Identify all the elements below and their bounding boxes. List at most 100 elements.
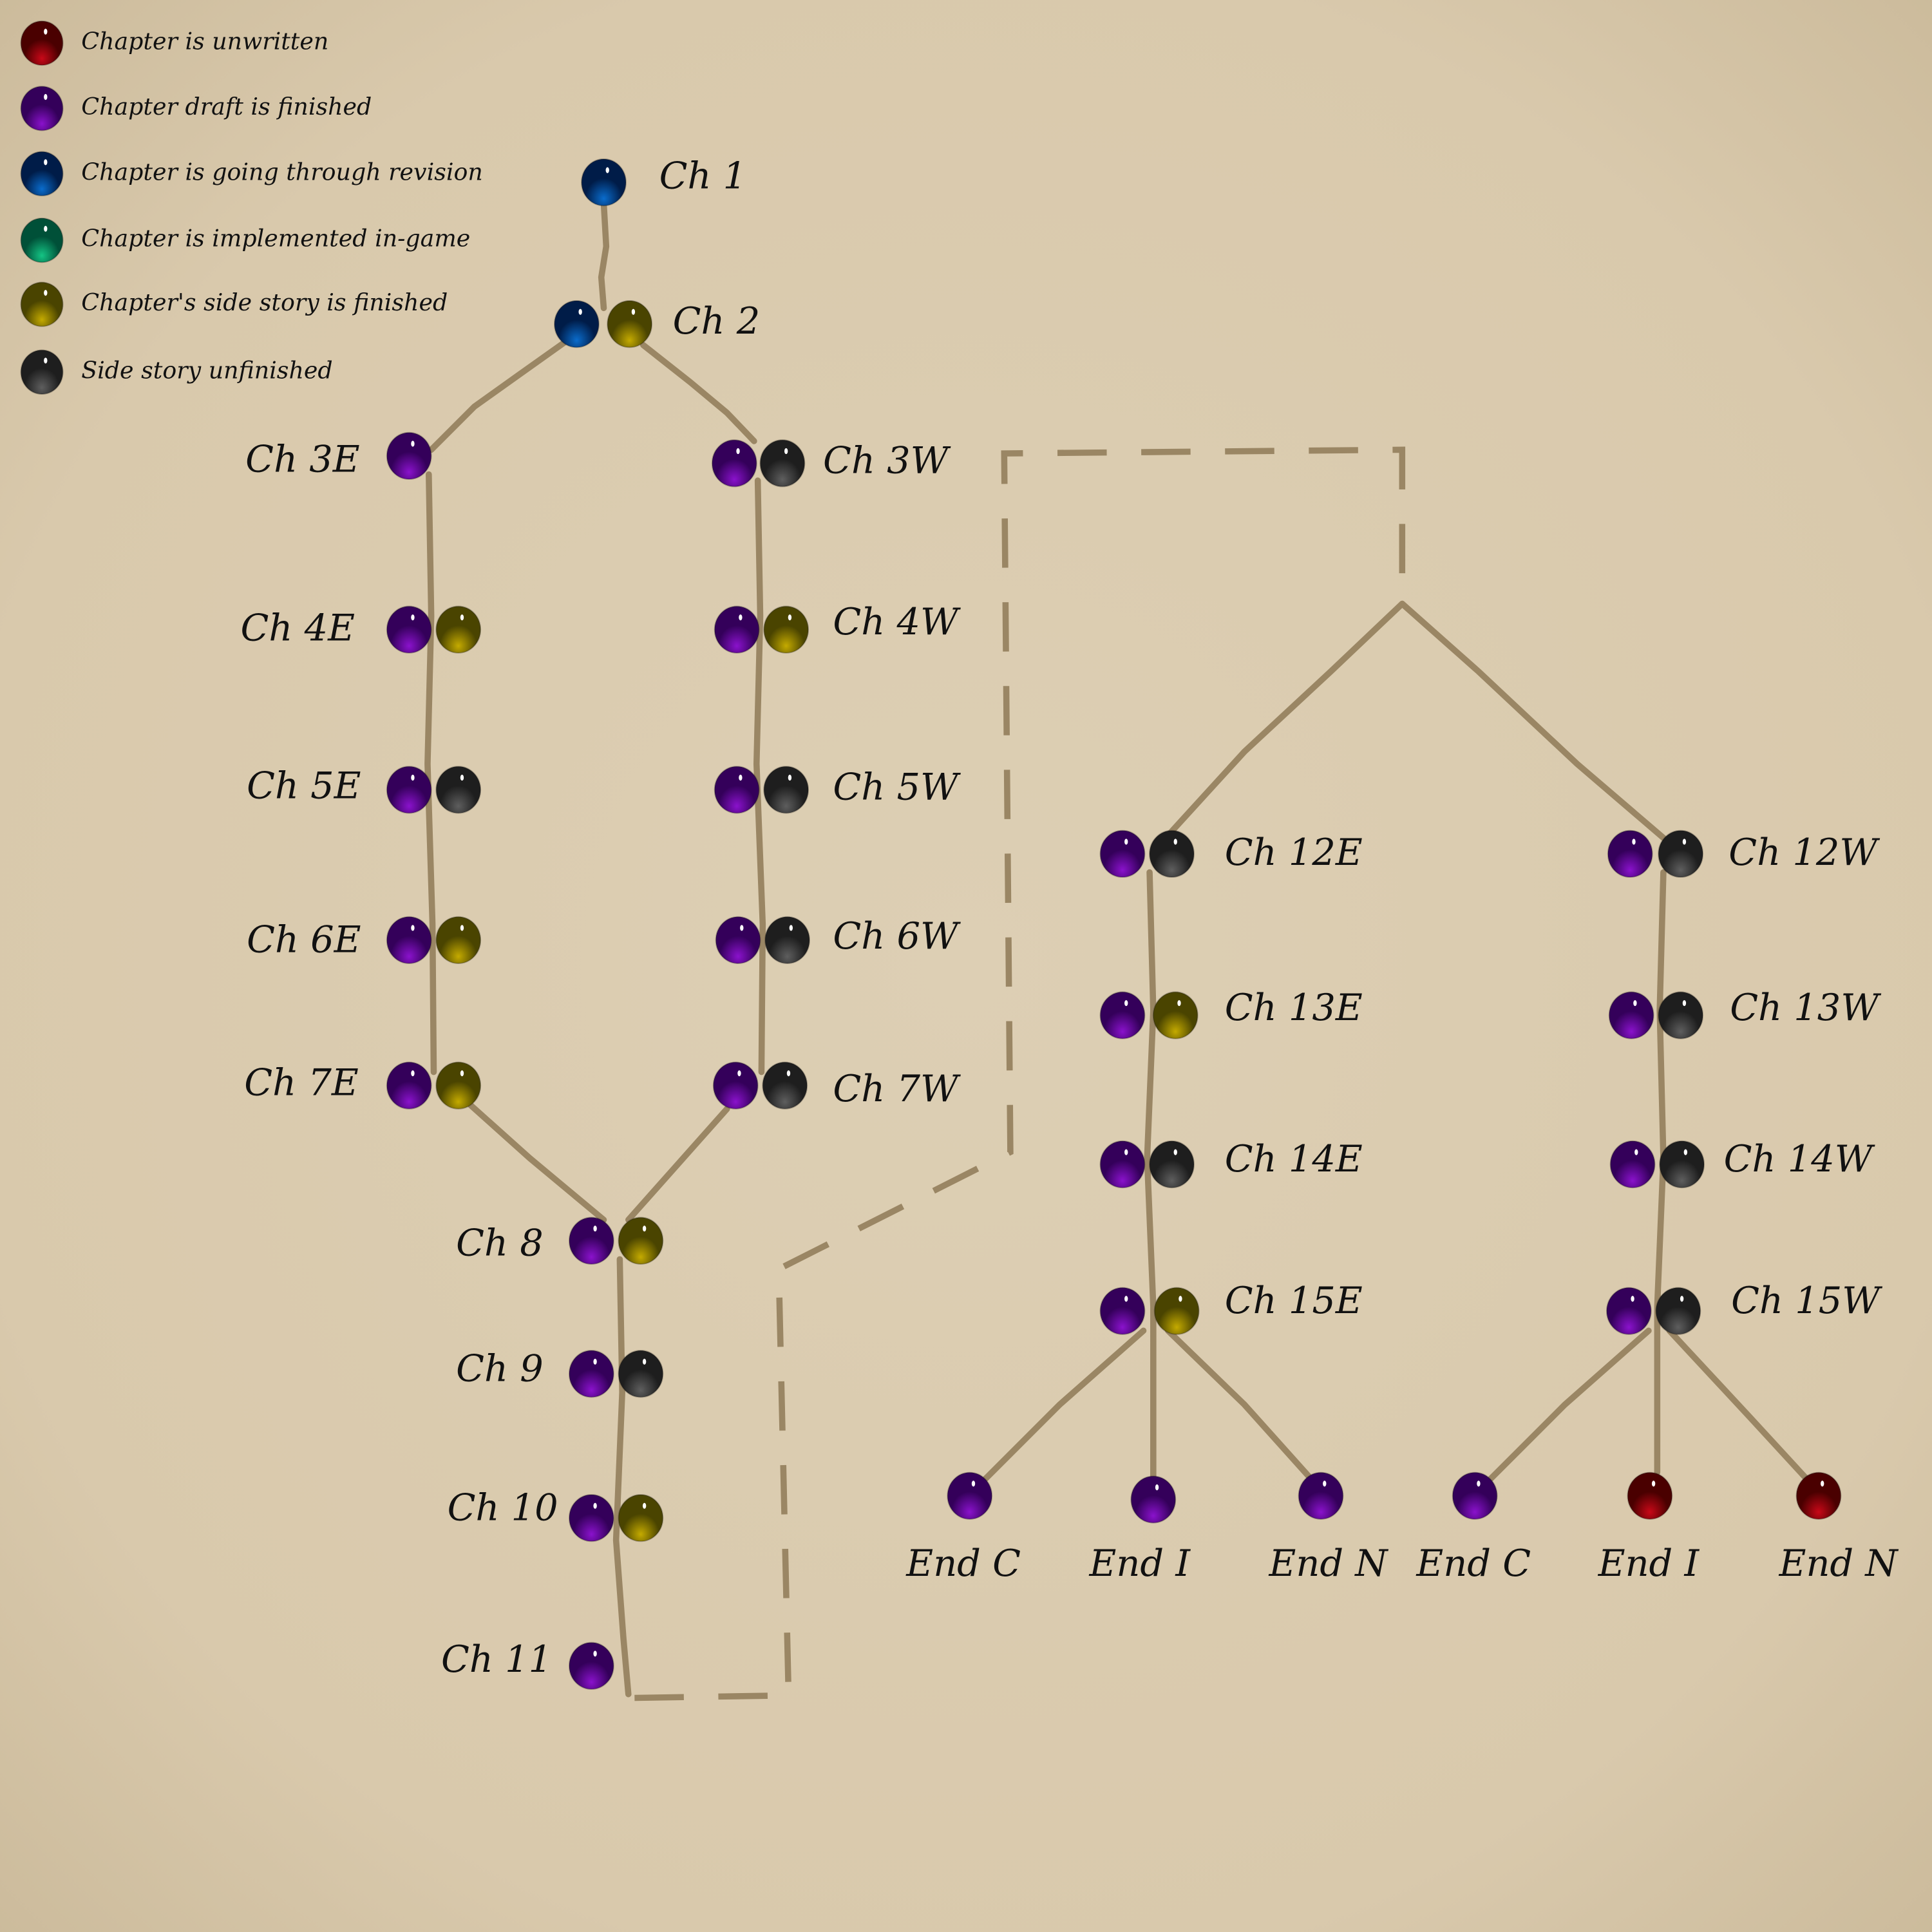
- chapter-node-ch10[interactable]: Ch 10: [448, 1486, 664, 1542]
- legend-label: Chapter is implemented in-game: [81, 225, 470, 252]
- chapter-node-ch3e[interactable]: Ch 3E: [245, 431, 432, 481]
- status-orb-implemented: [20, 217, 64, 263]
- branch-ch7w-ch8: [625, 1106, 730, 1223]
- chapter-label: Ch 3E: [245, 437, 359, 480]
- legend-label: Chapter's side story is finished: [81, 289, 448, 316]
- chapter-node-ch12e[interactable]: Ch 12E: [1099, 829, 1363, 878]
- status-orb-draft: [568, 1350, 614, 1398]
- branch-ch1-ch2: [598, 200, 610, 312]
- chapter-nodes: Ch 1 Ch 2 Ch 3E Ch 3W Ch 4E Ch 4W Ch 5E Ch 5W Ch…: [241, 154, 1899, 1690]
- legend-label: Chapter is going through revision: [81, 158, 483, 185]
- chapter-label: Ch 4E: [241, 607, 355, 650]
- chapter-label: Ch 12E: [1225, 831, 1363, 874]
- chapter-label: Ch 6E: [247, 918, 361, 961]
- status-orb-draft: [568, 1217, 614, 1265]
- status-orb-draft: [714, 605, 760, 654]
- branch-ch2-ch3w: [639, 341, 757, 444]
- chapter-node-end-i-e[interactable]: End I: [1089, 1475, 1191, 1585]
- status-orb-draft: [568, 1494, 614, 1542]
- status-orb-draft: [1608, 991, 1654, 1039]
- chapter-label: Ch 7W: [833, 1067, 961, 1110]
- legend-item-implemented: Chapter is implemented in-game: [20, 217, 470, 263]
- chapter-label: Ch 2: [673, 299, 761, 343]
- branch-ch15w-end-c: [1488, 1327, 1652, 1482]
- branch-east-column: [424, 471, 437, 1075]
- legend-label: Side story unfinished: [81, 356, 332, 384]
- status-orb-draft: [386, 1061, 432, 1110]
- legend-label: Chapter draft is finished: [81, 93, 372, 120]
- chapter-label: End N: [1268, 1542, 1388, 1585]
- status-orb-side-finished: [435, 1061, 482, 1110]
- status-orb-draft: [1099, 1287, 1146, 1335]
- chapter-label: Ch 4W: [833, 600, 961, 643]
- branch-ch15w-end-n: [1666, 1327, 1810, 1482]
- legend-item-side-unfinished: Side story unfinished: [20, 349, 333, 395]
- chapter-node-end-n-e[interactable]: End N: [1268, 1472, 1388, 1585]
- chapter-node-ch9[interactable]: Ch 9: [456, 1347, 664, 1398]
- status-orb-draft: [1099, 1140, 1146, 1189]
- chapter-label: Ch 9: [456, 1347, 544, 1390]
- chapter-label: End C: [905, 1542, 1021, 1585]
- chapter-node-ch4e[interactable]: Ch 4E: [241, 605, 482, 654]
- chapter-node-end-i-w[interactable]: End I: [1598, 1472, 1700, 1585]
- chapter-node-ch7e[interactable]: Ch 7E: [244, 1061, 482, 1110]
- chapter-node-end-n-w[interactable]: End N: [1779, 1472, 1899, 1585]
- chapter-node-ch14e[interactable]: Ch 14E: [1099, 1137, 1363, 1189]
- status-orb-side-finished: [763, 605, 810, 654]
- status-orb-draft: [20, 86, 64, 131]
- status-orb-draft: [1609, 1140, 1656, 1189]
- branch-ch15e-end-c: [982, 1327, 1147, 1482]
- chapter-node-end-c-e[interactable]: End C: [905, 1472, 1021, 1585]
- chapter-label: Ch 12W: [1728, 831, 1880, 874]
- status-orb-side-finished: [20, 281, 64, 327]
- chapter-node-ch3w[interactable]: Ch 3W: [711, 439, 951, 488]
- branch-ch15e-end-n: [1164, 1327, 1312, 1479]
- status-orb-unwritten: [1627, 1472, 1673, 1520]
- chapter-node-ch2[interactable]: Ch 2: [554, 299, 761, 348]
- status-orb-draft: [711, 439, 757, 488]
- status-orb-side-unfinished: [1149, 1140, 1195, 1189]
- chapter-node-ch4w[interactable]: Ch 4W: [714, 600, 961, 654]
- branch-fork-ch12e: [1164, 600, 1406, 838]
- chapter-node-ch11[interactable]: Ch 11: [441, 1638, 614, 1690]
- status-orb-draft: [1130, 1475, 1177, 1524]
- chapter-node-ch12w[interactable]: Ch 12W: [1607, 829, 1880, 878]
- chapter-node-ch6e[interactable]: Ch 6E: [247, 916, 482, 964]
- chapter-label: Ch 6W: [833, 914, 961, 958]
- status-orb-draft: [1452, 1472, 1498, 1520]
- branch-fork-ch12w: [1399, 600, 1667, 841]
- legend-item-draft: Chapter draft is finished: [20, 86, 372, 131]
- chapter-node-ch13e[interactable]: Ch 13E: [1099, 986, 1363, 1039]
- chapter-node-ch8[interactable]: Ch 8: [456, 1217, 664, 1265]
- chapter-node-ch14w[interactable]: Ch 14W: [1609, 1137, 1875, 1189]
- chapter-node-ch5w[interactable]: Ch 5W: [714, 765, 961, 814]
- status-orb-draft: [1605, 1287, 1652, 1335]
- branch-ch7e-ch8: [468, 1102, 607, 1223]
- status-orb-draft: [947, 1472, 993, 1520]
- chapter-label: Ch 5W: [833, 765, 961, 808]
- chapter-node-ch1[interactable]: Ch 1: [581, 154, 746, 207]
- status-orb-draft: [1099, 991, 1146, 1039]
- chapter-node-ch15e[interactable]: Ch 15E: [1099, 1279, 1363, 1335]
- dashed-path-ch11-to-ch12: [634, 446, 1406, 1701]
- status-orb-side-unfinished: [1655, 1287, 1701, 1335]
- status-orb-side-finished: [618, 1217, 664, 1265]
- chapter-node-ch6w[interactable]: Ch 6W: [715, 914, 961, 964]
- status-orb-draft: [714, 766, 760, 814]
- chapter-label: End I: [1089, 1542, 1191, 1585]
- chapter-node-end-c-w[interactable]: End C: [1416, 1472, 1531, 1585]
- chapter-label: Ch 8: [456, 1221, 544, 1264]
- status-orb-draft: [386, 766, 432, 814]
- chapter-node-ch5e[interactable]: Ch 5E: [247, 764, 482, 814]
- chapter-label: End I: [1598, 1542, 1700, 1585]
- status-orb-draft: [1298, 1472, 1344, 1520]
- status-orb-side-finished: [1152, 991, 1198, 1039]
- chapter-node-ch15w[interactable]: Ch 15W: [1605, 1279, 1882, 1335]
- chapter-node-ch7w[interactable]: Ch 7W: [712, 1061, 961, 1110]
- chapter-node-ch13w[interactable]: Ch 13W: [1608, 986, 1882, 1039]
- status-orb-side-unfinished: [759, 439, 806, 488]
- chapter-label: Ch 14E: [1225, 1137, 1363, 1180]
- status-orb-side-unfinished: [762, 1061, 808, 1110]
- status-orb-unwritten: [1795, 1472, 1842, 1520]
